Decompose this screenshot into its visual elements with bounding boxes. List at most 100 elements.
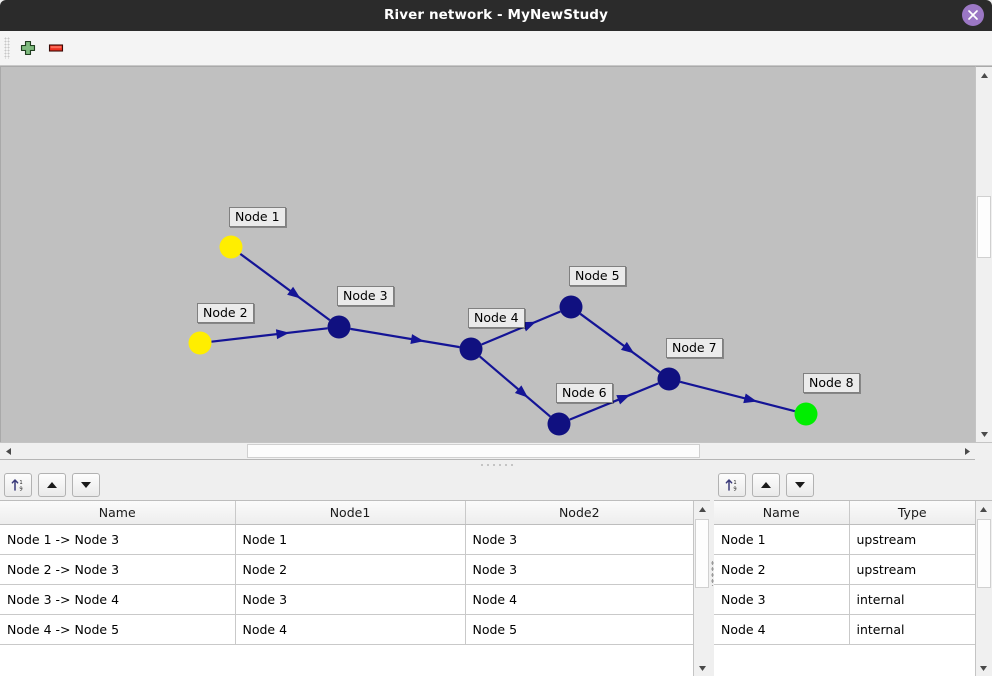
table-cell[interactable]: Node 1 -> Node 3	[0, 523, 236, 555]
column-header[interactable]: Name	[0, 501, 236, 525]
table-cell[interactable]: Node 4 -> Node 5	[0, 614, 236, 645]
graph-edge[interactable]	[239, 252, 331, 322]
column-header[interactable]: Node1	[235, 501, 466, 525]
column-header[interactable]: Type	[849, 501, 975, 525]
table-cell[interactable]: upstream	[849, 554, 975, 585]
graph-vscroll-thumb[interactable]	[977, 196, 991, 258]
sort-ascending-icon[interactable]: 1 9	[4, 473, 32, 497]
reaches-vscroll-thumb[interactable]	[695, 519, 709, 588]
scroll-down-icon[interactable]	[694, 660, 710, 676]
table-cell[interactable]: Node 2 -> Node 3	[0, 554, 236, 585]
add-icon[interactable]	[14, 34, 42, 62]
table-cell[interactable]: Node 4	[465, 584, 693, 615]
graph-node[interactable]	[219, 235, 243, 259]
table-cell[interactable]: Node 3	[714, 584, 850, 615]
table-cell[interactable]: Node 3	[465, 523, 693, 555]
graph-node-label[interactable]: Node 6	[556, 383, 613, 403]
vertical-splitter[interactable]	[710, 470, 714, 676]
scroll-right-icon[interactable]	[959, 443, 975, 459]
graph-node[interactable]	[459, 337, 483, 361]
scroll-up-icon[interactable]	[975, 501, 992, 517]
graph-edge[interactable]	[679, 380, 796, 413]
table-cell[interactable]: Node 3	[235, 584, 466, 615]
table-cell[interactable]: Node 4	[235, 614, 466, 645]
close-icon[interactable]	[962, 4, 984, 26]
table-cell[interactable]: Node 1	[714, 523, 850, 555]
table-cell[interactable]: upstream	[849, 523, 975, 555]
graph-node-label[interactable]: Node 7	[666, 338, 723, 358]
graph-hscroll-track[interactable]	[16, 443, 959, 459]
scroll-up-icon[interactable]	[694, 501, 710, 517]
table-cell[interactable]: Node 2	[714, 554, 850, 585]
graph-node-label[interactable]: Node 5	[569, 266, 626, 286]
scroll-down-icon[interactable]	[975, 660, 992, 676]
edge-arrow-icon	[514, 385, 529, 398]
arrow-up-icon[interactable]	[38, 473, 66, 497]
graph-node-label[interactable]: Node 3	[337, 286, 394, 306]
column-header[interactable]: Name	[714, 501, 850, 525]
sort-ascending-icon[interactable]: 1 9	[718, 473, 746, 497]
graph-edge[interactable]	[479, 355, 551, 418]
graph-node[interactable]	[547, 412, 571, 436]
nodes-vscroll-thumb[interactable]	[976, 519, 991, 588]
graph-edges	[211, 252, 796, 421]
arrow-down-icon[interactable]	[72, 473, 100, 497]
reaches-vscroll-track[interactable]	[694, 517, 710, 660]
graph-node[interactable]	[657, 367, 681, 391]
graph-node[interactable]	[327, 315, 351, 339]
graph-edge[interactable]	[350, 327, 460, 349]
graph-node-label[interactable]: Node 4	[468, 308, 525, 328]
scroll-down-icon[interactable]	[976, 426, 992, 442]
graph-node-label[interactable]: Node 1	[229, 207, 286, 227]
nodes-vertical-scrollbar[interactable]	[974, 501, 992, 676]
graph-node-label[interactable]: Node 2	[197, 303, 254, 323]
scroll-left-icon[interactable]	[0, 443, 16, 459]
nodes-vscroll-track[interactable]	[975, 517, 992, 660]
scroll-up-icon[interactable]	[976, 67, 992, 83]
table-cell[interactable]: Node 5	[465, 614, 693, 645]
graph-hscroll-thumb[interactable]	[247, 444, 700, 458]
graph-node-label[interactable]: Node 8	[803, 373, 860, 393]
graph-vscroll-track[interactable]	[976, 83, 992, 426]
graph-node[interactable]	[794, 402, 818, 426]
table-cell[interactable]: Node 1	[235, 523, 466, 555]
toolbar-drag-handle[interactable]	[4, 37, 10, 59]
graph-edge[interactable]	[569, 382, 659, 421]
table-cell[interactable]: Node 4	[714, 614, 850, 645]
graph-horizontal-scrollbar[interactable]	[0, 442, 992, 460]
graph-node[interactable]	[559, 295, 583, 319]
river-network-canvas[interactable]: Node 1 Node 2 Node 3 Node 4 Node 5 Node 6 Node…	[0, 66, 975, 442]
arrow-down-icon[interactable]	[786, 473, 814, 497]
graph-node[interactable]	[188, 331, 212, 355]
graph-vertical-scrollbar[interactable]	[975, 66, 992, 442]
arrow-up-icon[interactable]	[752, 473, 780, 497]
horizontal-splitter[interactable]	[0, 459, 992, 470]
table-cell[interactable]: Node 3 -> Node 4	[0, 584, 236, 615]
reaches-vertical-scrollbar[interactable]	[693, 501, 710, 676]
remove-icon[interactable]	[42, 34, 70, 62]
table-cell[interactable]: Node 3	[465, 554, 693, 585]
column-header[interactable]: Node2	[465, 501, 693, 525]
graph-edge[interactable]	[481, 310, 561, 346]
graph-edge[interactable]	[211, 327, 328, 343]
table-cell[interactable]: Node 2	[235, 554, 466, 585]
table-cell[interactable]: internal	[849, 584, 975, 615]
table-cell[interactable]: internal	[849, 614, 975, 645]
graph-edge[interactable]	[579, 312, 661, 374]
